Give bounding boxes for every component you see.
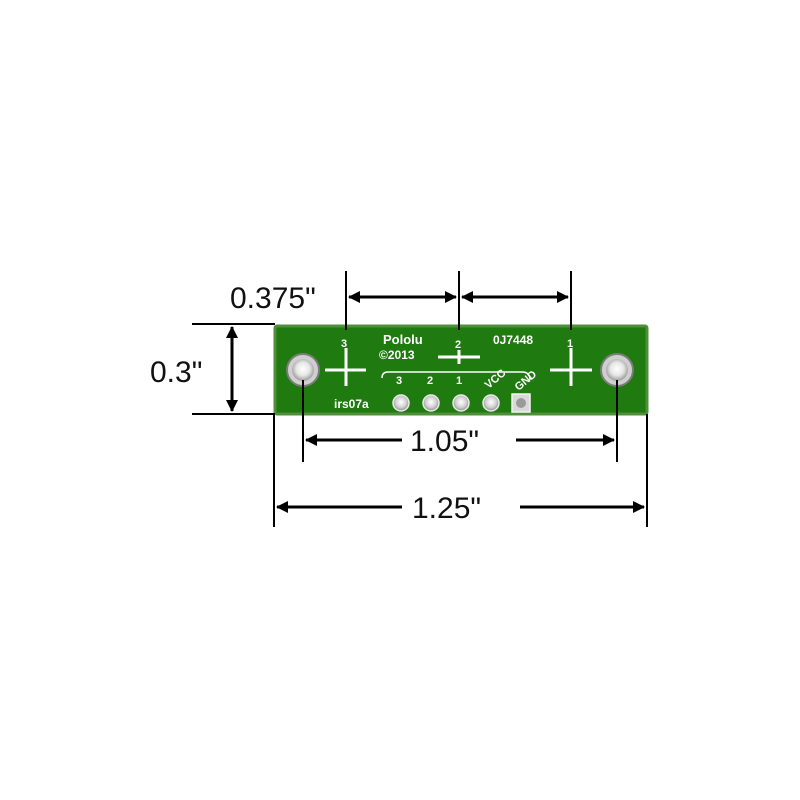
pad-1 xyxy=(452,394,470,412)
model-label: irs07a xyxy=(334,397,369,411)
pin-label-1: 1 xyxy=(456,375,462,387)
header-pads xyxy=(392,393,531,413)
board-width-label: 1.25" xyxy=(412,492,481,525)
board-height-dimension: 0.3" xyxy=(150,323,275,415)
pad-3 xyxy=(392,394,410,412)
brand-label: Pololu xyxy=(383,332,423,347)
part-code-label: 0J7448 xyxy=(493,333,533,347)
pin-label-2: 2 xyxy=(427,375,433,387)
sensor-2-crosshair xyxy=(438,350,480,364)
sensor-label-2: 2 xyxy=(455,339,461,351)
sensor-1-crosshair xyxy=(550,348,592,386)
board-width-dimension: 1.25" xyxy=(273,414,648,527)
sensor-spacing-label: 0.375" xyxy=(230,282,316,315)
pin-label-3: 3 xyxy=(396,375,402,387)
sensor-label-3: 3 xyxy=(341,338,347,350)
pcb-board: 3 2 1 Pololu ©2013 0J7448 irs07a 3 2 1 V… xyxy=(273,324,649,416)
pad-vcc xyxy=(482,394,500,412)
copyright-label: ©2013 xyxy=(379,348,415,362)
hole-spacing-label: 1.05" xyxy=(410,425,479,458)
sensor-3-crosshair xyxy=(325,348,366,386)
pcb-body xyxy=(273,324,649,416)
board-height-label: 0.3" xyxy=(150,356,202,389)
sensor-label-1: 1 xyxy=(567,338,573,350)
pad-2 xyxy=(422,394,440,412)
sensor-spacing-dimension: 0.375" xyxy=(230,271,572,330)
hole-spacing-dimension: 1.05" xyxy=(302,380,618,462)
